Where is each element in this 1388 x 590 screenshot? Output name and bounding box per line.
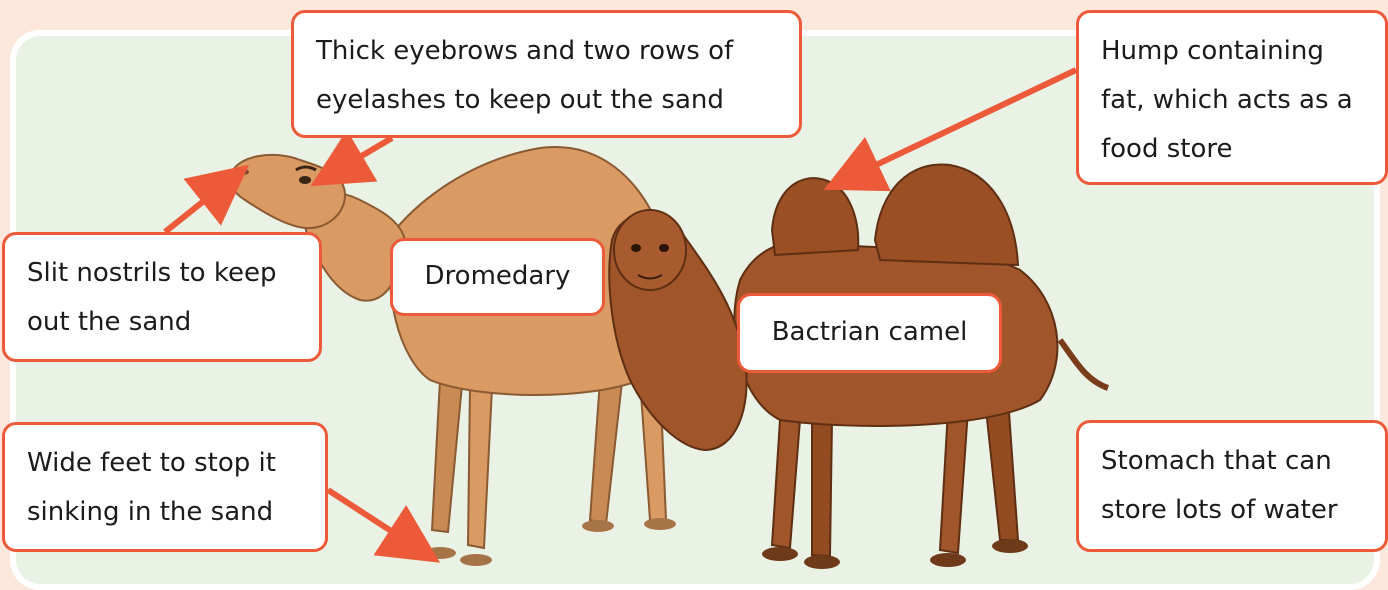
label-nostrils: Slit nostrils to keep out the sand <box>2 232 322 362</box>
arrow-nostrils <box>165 176 235 232</box>
label-dromedary: Dromedary <box>390 238 605 316</box>
label-nostrils-text: Slit nostrils to keep out the sand <box>27 258 276 337</box>
label-eyebrows: Thick eyebrows and two rows of eyelashes… <box>291 10 802 138</box>
label-feet-text: Wide feet to stop it sinking in the sand <box>27 448 276 527</box>
label-hump: Hump containing fat, which acts as a foo… <box>1076 10 1388 185</box>
label-eyebrows-text: Thick eyebrows and two rows of eyelashes… <box>316 36 733 115</box>
label-hump-text: Hump containing fat, which acts as a foo… <box>1101 36 1353 164</box>
arrow-hump <box>840 70 1076 182</box>
label-stomach: Stomach that can store lots of water <box>1076 420 1388 552</box>
label-bactrian-text: Bactrian camel <box>772 317 968 347</box>
label-bactrian: Bactrian camel <box>737 293 1002 373</box>
label-feet: Wide feet to stop it sinking in the sand <box>2 422 328 552</box>
label-dromedary-text: Dromedary <box>425 261 571 291</box>
arrow-eyebrows <box>326 138 392 177</box>
arrow-feet <box>328 490 425 553</box>
label-stomach-text: Stomach that can store lots of water <box>1101 446 1338 525</box>
